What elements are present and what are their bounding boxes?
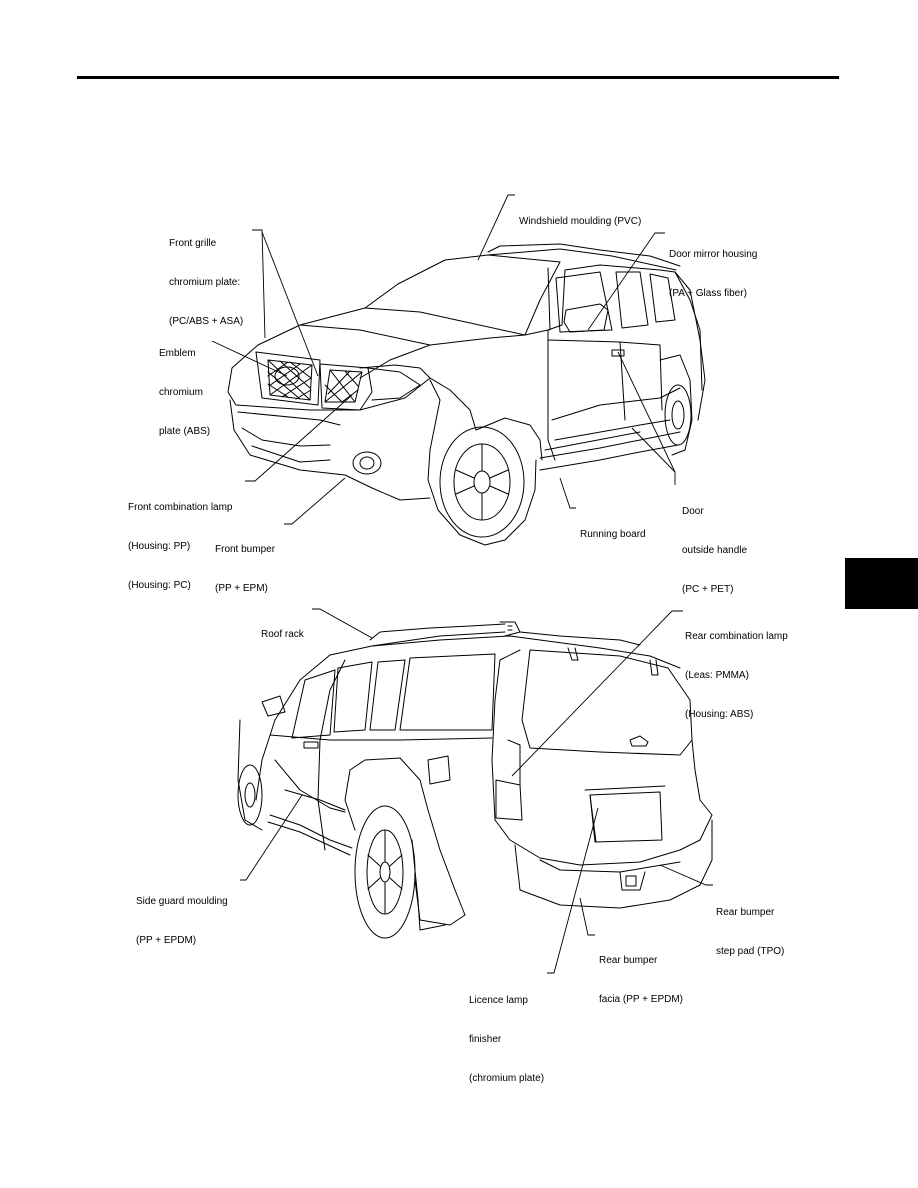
label-front-bumper: Front bumper (PP + EPM) (215, 544, 276, 594)
rear-vehicle-illustration (237, 621, 713, 939)
label-emblem: Emblem chromium plate (ABS) (159, 348, 211, 437)
label-roof-rack: Roof rack (261, 629, 304, 640)
label-front-grille: Front grille chromium plate: (PC/ABS + A… (169, 238, 244, 327)
label-side-guard-moulding: Side guard moulding (PP + EPDM) (136, 896, 228, 946)
label-rear-combination-lamp: Rear combination lamp (Leas: PMMA) (Hous… (685, 631, 788, 720)
header-rule (77, 76, 839, 79)
label-rear-bumper-step-pad: Rear bumper step pad (TPO) (716, 907, 785, 957)
label-windshield-moulding: Windshield moulding (PVC) (519, 216, 642, 227)
label-front-combination-lamp: Front combination lamp (Housing: PP) (Ho… (128, 502, 233, 591)
label-door-outside-handle: Door outside handle (PC + PET) (682, 506, 748, 595)
label-licence-lamp-finisher: Licence lamp finisher (chromium plate) (469, 995, 545, 1084)
leader-lines (211, 194, 713, 974)
front-vehicle-illustration (227, 243, 706, 546)
section-tab (845, 558, 918, 609)
label-door-mirror-housing: Door mirror housing (PA + Glass fiber) (669, 249, 758, 299)
label-running-board: Running board (580, 529, 646, 540)
label-rear-bumper-facia: Rear bumper facia (PP + EPDM) (599, 955, 684, 1005)
